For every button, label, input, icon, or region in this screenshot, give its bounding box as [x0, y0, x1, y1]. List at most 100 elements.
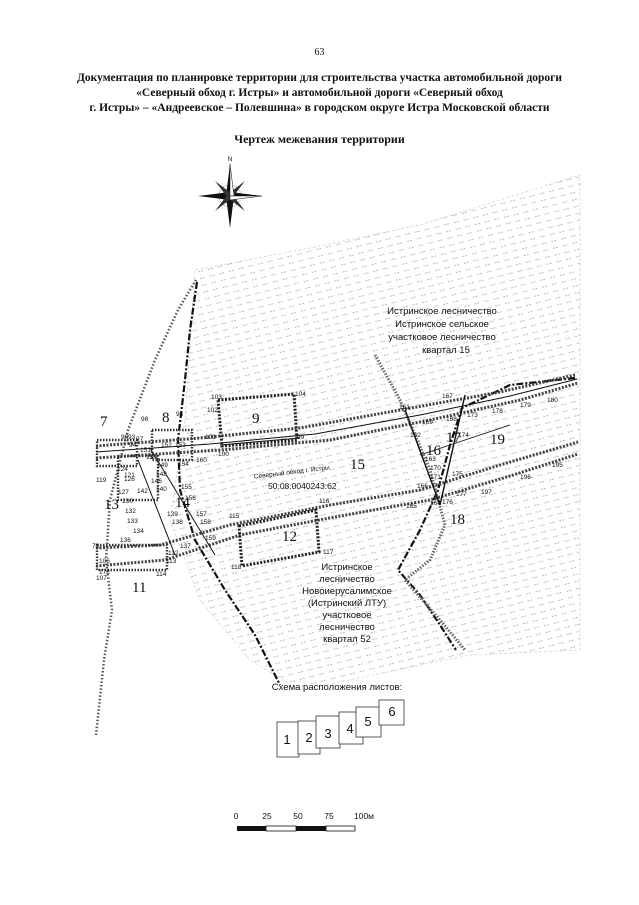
- point-label-115: 115: [229, 513, 240, 520]
- area-label-19: 19: [490, 432, 505, 448]
- point-label-140: 140: [156, 486, 167, 493]
- point-label-165: 165: [406, 503, 417, 510]
- point-label-150: 150: [146, 454, 157, 461]
- forestry-south-line-1: Истринское: [321, 562, 372, 573]
- forestry-south-line-2: лесничество: [319, 574, 375, 585]
- sheet-scheme: 1 2 3 4 5 6: [276, 699, 405, 758]
- drawing-subtitle: Чертеж межевания территории: [234, 132, 405, 146]
- scale-tick-25: 25: [262, 811, 272, 821]
- point-label-153: 153: [175, 442, 186, 449]
- point-label-139: 139: [167, 511, 178, 518]
- area-label-12: 12: [282, 529, 297, 545]
- sheet-6: 6: [388, 704, 395, 719]
- point-label-195: 195: [552, 462, 563, 469]
- sheet-2: 2: [305, 730, 312, 745]
- point-label-119: 119: [96, 477, 107, 484]
- scale-tick-0: 0: [234, 811, 239, 821]
- point-label-132: 132: [125, 508, 136, 515]
- cadastral-number: 50:08:0040243:62: [268, 481, 337, 491]
- point-label-158: 158: [200, 519, 211, 526]
- point-label-156: 156: [185, 495, 196, 502]
- forestry-south-line-7: квартал 52: [323, 634, 371, 645]
- page-number: 63: [314, 47, 325, 58]
- parcel-blocks-left: [95, 428, 194, 572]
- east-dashdot-boundary: [396, 376, 576, 651]
- sheet-1: 1: [283, 732, 290, 747]
- point-label-102: 102: [207, 407, 218, 414]
- sheet-3: 3: [324, 726, 331, 741]
- point-label-177: 177: [456, 491, 467, 498]
- point-label-98: 98: [141, 416, 149, 423]
- point-label-103: 103: [211, 394, 222, 401]
- point-label-168: 168: [446, 416, 457, 423]
- point-label-196: 196: [520, 474, 531, 481]
- point-label-155: 155: [181, 484, 192, 491]
- point-label-151: 151: [140, 447, 151, 454]
- point-label-124: 124: [117, 466, 128, 473]
- scale-tick-100: 100м: [354, 811, 374, 821]
- point-label-197: 197: [481, 489, 492, 496]
- point-label-117: 117: [323, 549, 334, 556]
- forestry-south-label: Истринское лесничество Новоиерусалимское…: [302, 562, 392, 645]
- point-label-126: 126: [124, 476, 135, 483]
- point-label-175: 175: [452, 471, 463, 478]
- point-label-137: 137: [180, 543, 191, 550]
- area-label-14: 14: [175, 495, 191, 511]
- point-label-146: 146: [151, 478, 162, 485]
- point-label-176: 176: [442, 499, 453, 506]
- forestry-north-label: Истринское лесничество Истринское сельск…: [387, 306, 497, 356]
- point-label-118: 118: [231, 564, 242, 571]
- point-label-174: 174: [458, 432, 469, 439]
- point-label-170: 170: [430, 465, 441, 472]
- point-label-157: 157: [196, 511, 207, 518]
- area-label-11: 11: [132, 580, 146, 596]
- point-label-138: 138: [172, 519, 183, 526]
- area-label-18: 18: [450, 512, 465, 528]
- point-label-136: 136: [120, 537, 131, 544]
- scale-bar: 0 25 50 75 100м: [234, 811, 374, 832]
- point-label-73: 73: [92, 543, 100, 550]
- point-label-162: 162: [410, 432, 421, 439]
- scale-tick-75: 75: [324, 811, 334, 821]
- sheet-scheme-title: Схема расположения листов:: [272, 682, 402, 693]
- compass-north-label: N: [228, 156, 233, 163]
- point-label-171: 171: [430, 474, 441, 481]
- point-label-152: 152: [161, 442, 172, 449]
- west-dashdot-boundary: [176, 281, 281, 686]
- point-label-169: 169: [422, 419, 433, 426]
- point-label-95: 95: [176, 411, 184, 418]
- point-label-93: 93: [128, 434, 136, 441]
- left-boundary-line: [94, 279, 198, 736]
- forestry-south-line-3: Новоиерусалимское: [302, 586, 392, 597]
- point-label-163: 163: [425, 456, 436, 463]
- point-label-94: 94: [129, 442, 137, 449]
- point-label-127: 127: [118, 489, 129, 496]
- point-label-173: 173: [467, 412, 478, 419]
- point-label-97: 97: [136, 436, 144, 443]
- point-label-101: 101: [205, 434, 216, 441]
- point-label-172: 172: [99, 569, 110, 576]
- compass-rose-icon: N: [198, 156, 263, 228]
- point-label-161: 161: [399, 404, 410, 411]
- point-label-167: 167: [442, 393, 453, 400]
- area-label-9: 9: [252, 411, 260, 427]
- forestry-south-line-5: участковое: [322, 610, 371, 621]
- point-label-116: 116: [319, 498, 330, 505]
- document-title-line-1: Документация по планировке территории дл…: [76, 72, 563, 84]
- forestry-north-line-2: Истринское сельское: [395, 319, 489, 330]
- point-label-112: 112: [168, 550, 179, 557]
- point-label-134: 134: [133, 528, 144, 535]
- point-label-106: 106: [99, 558, 110, 565]
- area-label-15: 15: [350, 457, 365, 473]
- forestry-north-line-1: Истринское лесничество: [387, 306, 497, 317]
- document-title-line-2: «Северный обход г. Истры» и автомобильно…: [136, 87, 503, 99]
- point-label-121: 121: [124, 472, 135, 479]
- forestry-north-line-3: участковое лесничество: [388, 332, 495, 343]
- document-title: Документация по планировке территории дл…: [40, 71, 599, 116]
- area-label-8: 8: [162, 410, 170, 426]
- forestry-north-line-4: квартал 15: [422, 345, 470, 356]
- point-label-90: 90: [121, 434, 129, 441]
